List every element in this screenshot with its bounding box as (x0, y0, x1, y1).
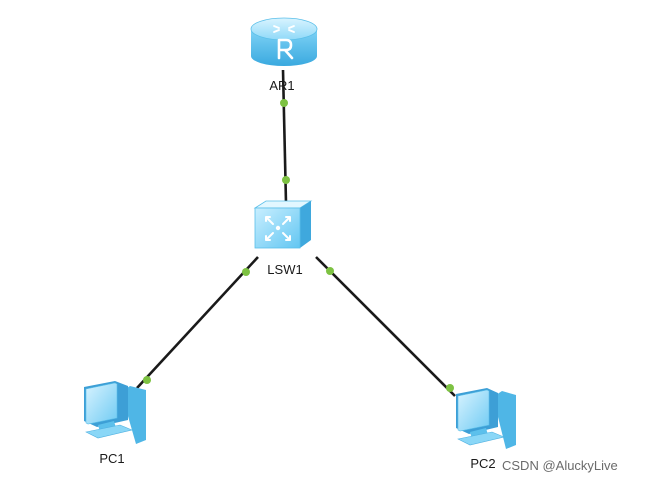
pc-icon (84, 381, 146, 444)
pc-icon (456, 388, 516, 449)
port-dot[interactable] (446, 384, 454, 392)
port-dot[interactable] (326, 267, 334, 275)
link-lsw1-pc1[interactable] (136, 256, 259, 389)
switch-icon (253, 200, 313, 249)
node-label: AR1 (269, 78, 294, 93)
port-dot[interactable] (282, 176, 290, 184)
watermark-text: CSDN @AluckyLive (502, 458, 618, 473)
port-dot[interactable] (280, 99, 288, 107)
node-label: LSW1 (267, 262, 302, 277)
port-dot[interactable] (143, 376, 151, 384)
port-dots (143, 99, 454, 392)
node-lsw1[interactable]: LSW1 (253, 200, 313, 277)
router-icon (250, 17, 318, 66)
node-ar1[interactable]: AR1 (250, 17, 318, 93)
node-label: PC2 (470, 456, 495, 471)
node-pc2[interactable]: PC2 (456, 388, 516, 471)
node-pc1[interactable]: PC1 (84, 381, 146, 466)
port-dot[interactable] (242, 268, 250, 276)
node-label: PC1 (99, 451, 124, 466)
link-lsw1-pc2[interactable] (315, 256, 456, 397)
